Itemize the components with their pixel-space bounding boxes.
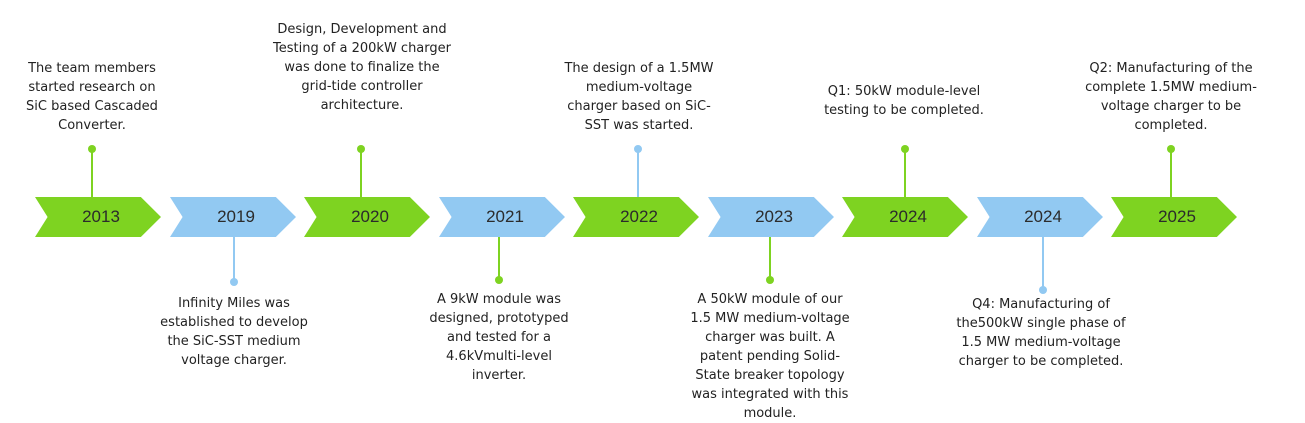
year-arrow-2021: 2021: [439, 197, 565, 237]
year-label: 2020: [351, 207, 389, 226]
year-arrow-2019: 2019: [170, 197, 296, 237]
milestone-connector-2023: [769, 237, 771, 280]
milestone-connector-2024-q1: [904, 149, 906, 197]
milestone-connector-2024-q4: [1042, 237, 1044, 290]
year-arrow-2020: 2020: [304, 197, 430, 237]
milestone-dot-2021: [495, 276, 503, 284]
year-label: 2025: [1158, 207, 1196, 226]
year-label: 2013: [82, 207, 120, 226]
milestone-note-2013: The team members started research on SiC…: [26, 61, 158, 133]
milestone-note-2023: A 50kW module of our 1.5 MW medium-volta…: [690, 292, 850, 421]
milestone-connector-2025: [1170, 149, 1172, 197]
milestone-dot-2024-q4: [1039, 286, 1047, 294]
year-label: 2021: [486, 207, 524, 226]
timeline: The team members started research on SiC…: [26, 22, 1257, 421]
year-arrow-2025: 2025: [1111, 197, 1237, 237]
milestone-dot-2019: [230, 278, 238, 286]
milestone-note-2022: The design of a 1.5MW medium-voltage cha…: [564, 61, 714, 133]
year-label: 2019: [217, 207, 255, 226]
milestone-note-2024-q1: Q1: 50kW module-level testing to be comp…: [824, 84, 984, 118]
milestone-connector-2013: [91, 149, 93, 197]
milestone-note-2021: A 9kW module was designed, prototyped an…: [429, 292, 569, 383]
milestone-connector-2022: [637, 149, 639, 197]
year-arrow-2013: 2013: [35, 197, 161, 237]
milestone-connector-2020: [360, 149, 362, 197]
year-arrow-2024-q1: 2024: [842, 197, 968, 237]
milestone-note-2024-q4: Q4: Manufacturing of the500kW single pha…: [956, 297, 1126, 369]
milestone-connector-2021: [498, 237, 500, 280]
milestone-dot-2023: [766, 276, 774, 284]
milestone-note-2020: Design, Development and Testing of a 200…: [273, 22, 451, 113]
year-arrow-2022: 2022: [573, 197, 699, 237]
milestone-connector-2019: [233, 237, 235, 282]
year-arrow-2023: 2023: [708, 197, 834, 237]
year-label: 2024: [1024, 207, 1062, 226]
milestone-note-2025: Q2: Manufacturing of the complete 1.5MW …: [1085, 61, 1257, 133]
year-label: 2023: [755, 207, 793, 226]
year-label: 2024: [889, 207, 927, 226]
milestone-note-2019: Infinity Miles was established to develo…: [160, 296, 308, 368]
year-arrow-2024-q4: 2024: [977, 197, 1103, 237]
year-label: 2022: [620, 207, 658, 226]
